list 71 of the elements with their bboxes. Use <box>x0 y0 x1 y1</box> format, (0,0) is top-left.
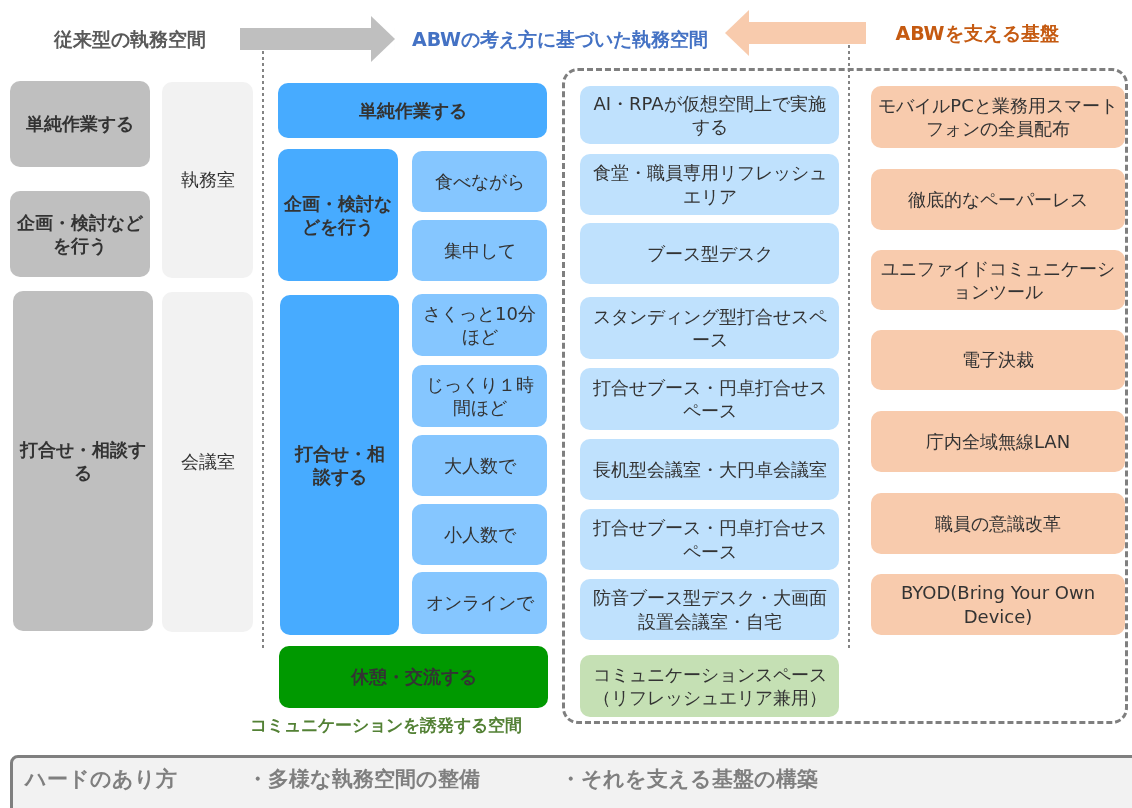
space-box <box>580 223 839 284</box>
box-label: 電子決裁 <box>962 348 1034 372</box>
infrastructure-box <box>871 250 1125 310</box>
category-box <box>10 81 150 167</box>
box-label: 庁内全域無線LAN <box>925 429 1071 454</box>
mode-box <box>412 220 547 281</box>
box-label: モバイルPCと業務用スマートフォンの全員配布 <box>877 93 1119 141</box>
infrastructure-box <box>871 330 1125 390</box>
box-label: 打合せブース・円卓打合せスペース <box>591 516 828 563</box>
box-label: ブース型デスク <box>646 241 773 266</box>
space-box <box>580 154 839 215</box>
space-box <box>580 655 839 717</box>
activity-box <box>278 83 547 138</box>
activity-box <box>279 646 548 708</box>
category-box <box>10 191 150 277</box>
heading-label: ABWを支える基盤 <box>895 20 1059 46</box>
box-label: 食堂・職員専用リフレッシュエリア <box>591 161 828 208</box>
mode-box <box>412 151 547 212</box>
bullet-text: ・それを支える基盤の構築 <box>560 766 818 793</box>
box-label: 食べながら <box>434 169 525 194</box>
box-label: 打合せ・相談する <box>19 437 147 485</box>
mode-box <box>412 572 547 634</box>
space-box <box>580 297 839 359</box>
box-label: AI・RPAが仮想空間上で実施する <box>592 91 827 139</box>
box-label: 職員の意識改革 <box>935 511 1061 536</box>
box-label: BYOD(Bring Your Own Device) <box>899 581 1097 628</box>
space-box <box>580 509 839 570</box>
box-label: 会議室 <box>180 450 235 474</box>
box-label: 小人数で <box>443 522 516 547</box>
box-label: 企画・検討などを行う <box>284 191 392 239</box>
space-box <box>580 86 839 144</box>
infrastructure-box <box>871 411 1125 472</box>
heading-label: 従来型の執務空間 <box>54 26 206 52</box>
box-label: 集中して <box>443 238 516 263</box>
activity-box <box>280 295 399 635</box>
infrastructure-box <box>871 86 1125 148</box>
box-label: じっくり１時間ほど <box>424 372 535 420</box>
mode-box <box>412 435 547 496</box>
summary-bar <box>10 755 1132 808</box>
category-box <box>13 291 153 631</box>
box-label: コミュニケーションスペース（リフレッシュエリア兼用） <box>591 662 828 710</box>
mode-box <box>412 365 547 427</box>
box-label: 単純作業する <box>26 112 134 136</box>
box-label: 徹底的なペーパーレス <box>908 187 1088 212</box>
box-label: 防音ブース型デスク・大画面設置会議室・自宅 <box>591 586 828 633</box>
box-label: 大人数で <box>443 453 516 478</box>
mode-box <box>412 504 547 565</box>
bar-heading: ハードのあり方 <box>25 766 177 793</box>
box-label: 休憩・交流する <box>350 665 477 689</box>
space-box <box>580 579 839 640</box>
box-label: 打合せ・相談する <box>293 441 386 489</box>
box-label: 長机型会議室・大円卓会議室 <box>592 457 827 482</box>
dashed-group-frame <box>562 68 1128 724</box>
mode-box <box>412 294 547 356</box>
box-label: さくっと10分ほど <box>422 301 537 349</box>
box-label: オンラインで <box>425 591 534 615</box>
caption-text: コミュニケーションを誘発する空間 <box>250 714 522 737</box>
box-label: ユニファイドコミュニケーションツール <box>880 256 1116 304</box>
infrastructure-box <box>871 169 1125 230</box>
space-box <box>580 439 839 500</box>
heading-label: ABWの考え方に基づいた執務空間 <box>411 26 709 52</box>
infrastructure-box <box>871 493 1125 554</box>
box-label: 単純作業する <box>358 98 467 123</box>
space-box <box>580 368 839 430</box>
box-label: 打合せブース・円卓打合せスペース <box>591 375 828 423</box>
activity-box <box>278 149 398 281</box>
box-label: 執務室 <box>180 168 235 192</box>
bullet-text: ・多様な執務空間の整備 <box>247 766 480 793</box>
box-label: スタンディング型打合せスペース <box>591 304 828 352</box>
box-label: 企画・検討などを行う <box>16 210 144 258</box>
infrastructure-box <box>871 574 1125 635</box>
